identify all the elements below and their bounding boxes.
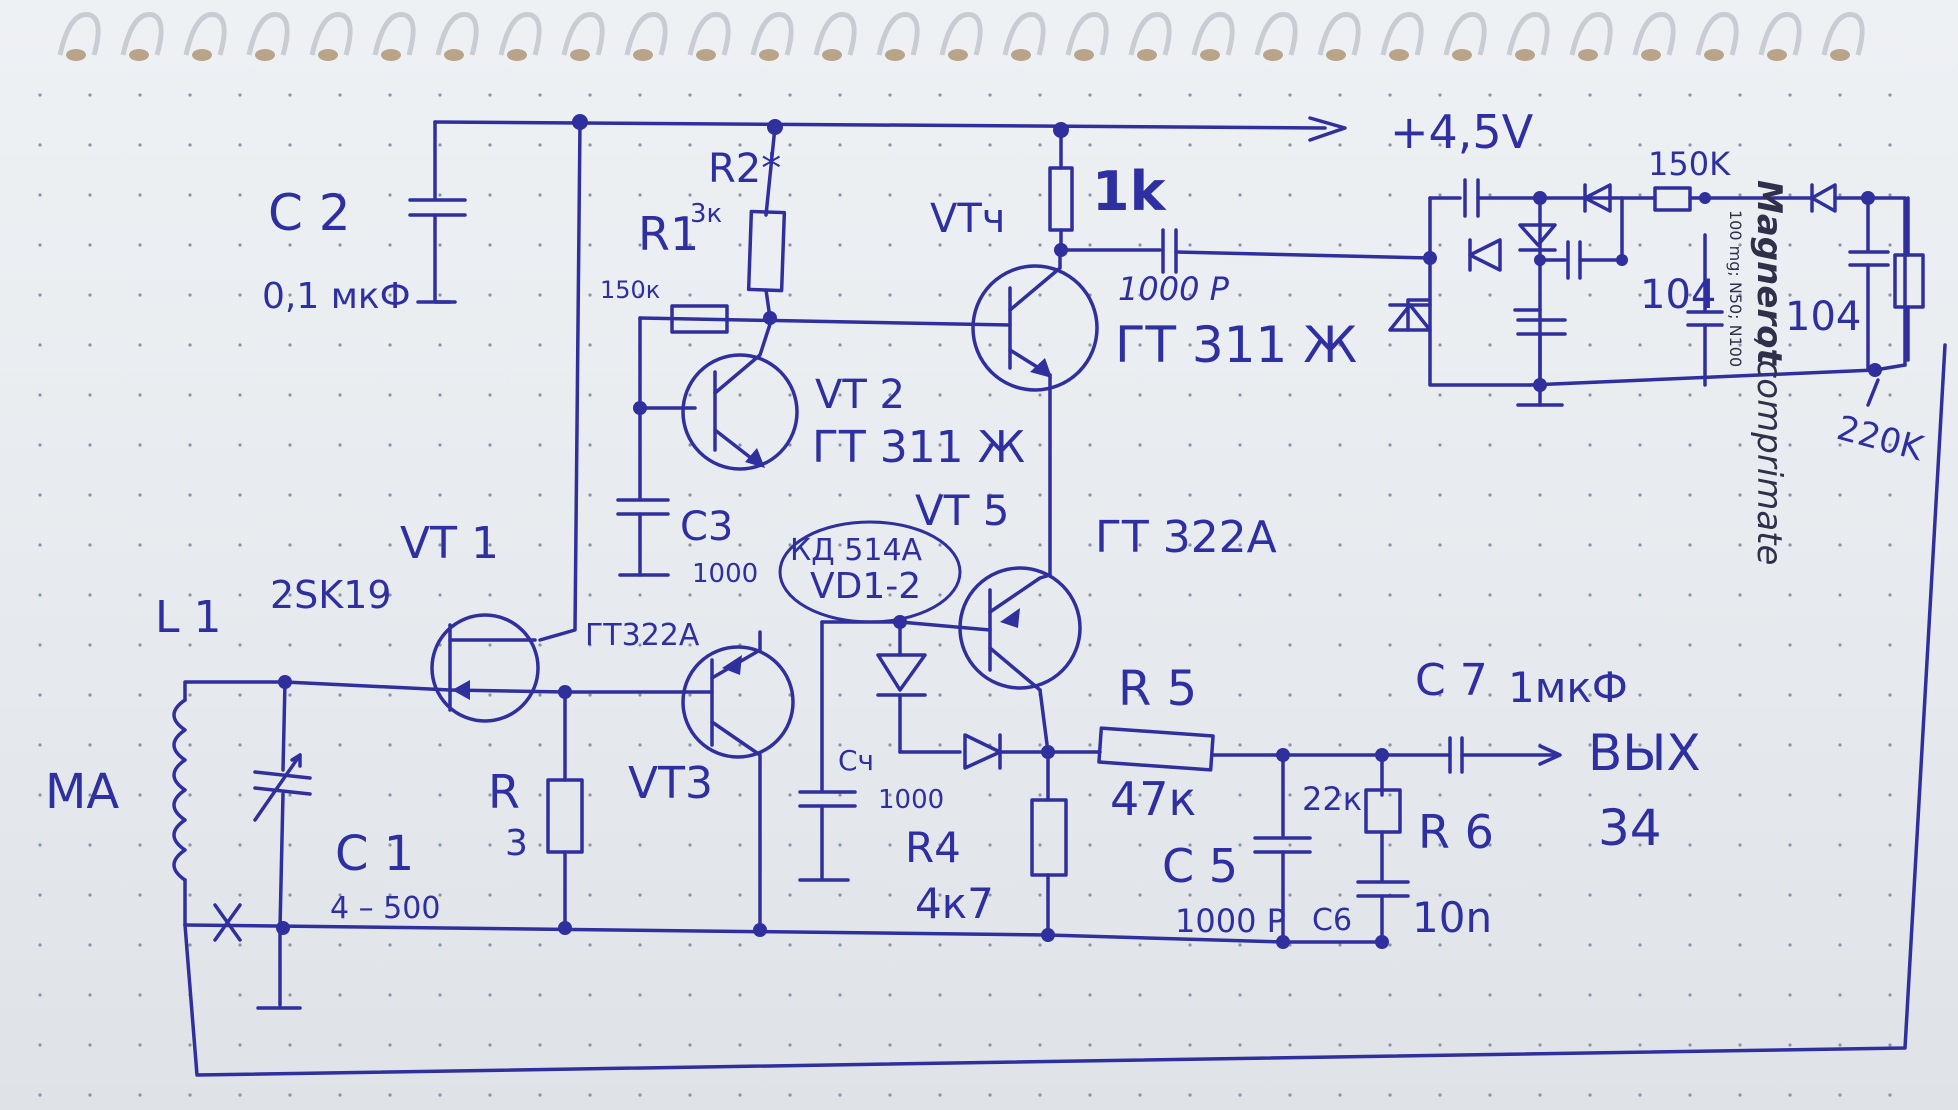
vt3-type: ГТ322А xyxy=(585,618,700,653)
c3-value: 1000 xyxy=(692,559,758,589)
vt1-ref: VT 1 xyxy=(400,518,499,569)
brand-spec: 100 mg; N50; N100 xyxy=(1726,210,1745,367)
r1-value: 150к xyxy=(600,276,660,304)
labels: +4,5V C 2 0,1 мкФ R2* 3к R1 150к VTч 1k … xyxy=(45,105,1929,942)
vt4-res-value: 1k xyxy=(1092,160,1167,223)
r1-ref: R1 xyxy=(638,207,699,261)
vt5-ref: VT 5 xyxy=(915,486,1009,535)
vt1-type: 2SK19 xyxy=(270,573,392,617)
r5-value: 47к xyxy=(1110,772,1196,826)
diode-type: КД 514А xyxy=(790,533,923,568)
supply-label: +4,5V xyxy=(1390,105,1534,159)
r5-ref: R 5 xyxy=(1118,661,1197,717)
c3-ref: C3 xyxy=(680,504,733,550)
ma-label: MA xyxy=(45,764,119,820)
junction-dots xyxy=(276,114,1882,949)
output-number: 34 xyxy=(1598,799,1662,857)
c7-value: 1мкФ xyxy=(1508,663,1628,712)
c4-ref: Cч xyxy=(838,744,874,777)
brand-name: Magnerot xyxy=(1749,180,1789,367)
diode-ref: VD1-2 xyxy=(810,566,921,607)
spiral-binding xyxy=(57,12,1865,61)
wires xyxy=(172,116,1947,1077)
r2-ref: R2* xyxy=(708,146,781,192)
c4-value: 1000 xyxy=(878,785,944,815)
c2-value: 0,1 мкФ xyxy=(262,276,411,317)
c1-value: 4 – 500 xyxy=(330,891,440,926)
r3-value: 3 xyxy=(505,823,528,864)
vt4-ref: VTч xyxy=(930,196,1005,242)
diode-callout-ellipse xyxy=(778,520,962,624)
r3-ref: R xyxy=(488,765,520,819)
c7-ref: C 7 xyxy=(1415,655,1488,706)
output-label: ВЫХ xyxy=(1588,724,1701,782)
c1-ref: C 1 xyxy=(335,826,414,882)
cap-1000p-value: 1000 P xyxy=(1118,270,1230,308)
vt2-ref: VT 2 xyxy=(815,372,905,418)
r6-value: 22к xyxy=(1302,780,1362,818)
brand-tail: , comprimate xyxy=(1749,338,1789,565)
r2-value: 3к xyxy=(690,199,722,229)
c6-ref: C6 xyxy=(1312,903,1352,938)
c6-value: 10n xyxy=(1412,893,1492,942)
l1-label: L 1 xyxy=(155,592,222,643)
c5-value: 1000 P xyxy=(1175,902,1286,940)
r4-ref: R4 xyxy=(905,823,961,872)
vt2-type: ГТ 311 Ж xyxy=(812,422,1025,473)
mult-r-top: 150K xyxy=(1648,145,1731,183)
mult-c-a: 104 xyxy=(1640,272,1716,318)
mult-c-b: 104 xyxy=(1785,294,1861,340)
vt5-type: ГТ 322А xyxy=(1095,512,1277,563)
mult-r-out: 220K xyxy=(1833,408,1929,470)
vt3-ref: VT3 xyxy=(628,758,713,809)
r6-ref: R 6 xyxy=(1418,805,1494,859)
vt4-type: ГТ 311 Ж xyxy=(1115,316,1357,374)
notebook-branding: Magnerot , comprimate 100 mg; N50; N100 xyxy=(1726,180,1789,565)
c5-ref: C 5 xyxy=(1162,839,1238,893)
r4-value: 4к7 xyxy=(915,879,994,928)
c2-ref: C 2 xyxy=(268,184,351,242)
